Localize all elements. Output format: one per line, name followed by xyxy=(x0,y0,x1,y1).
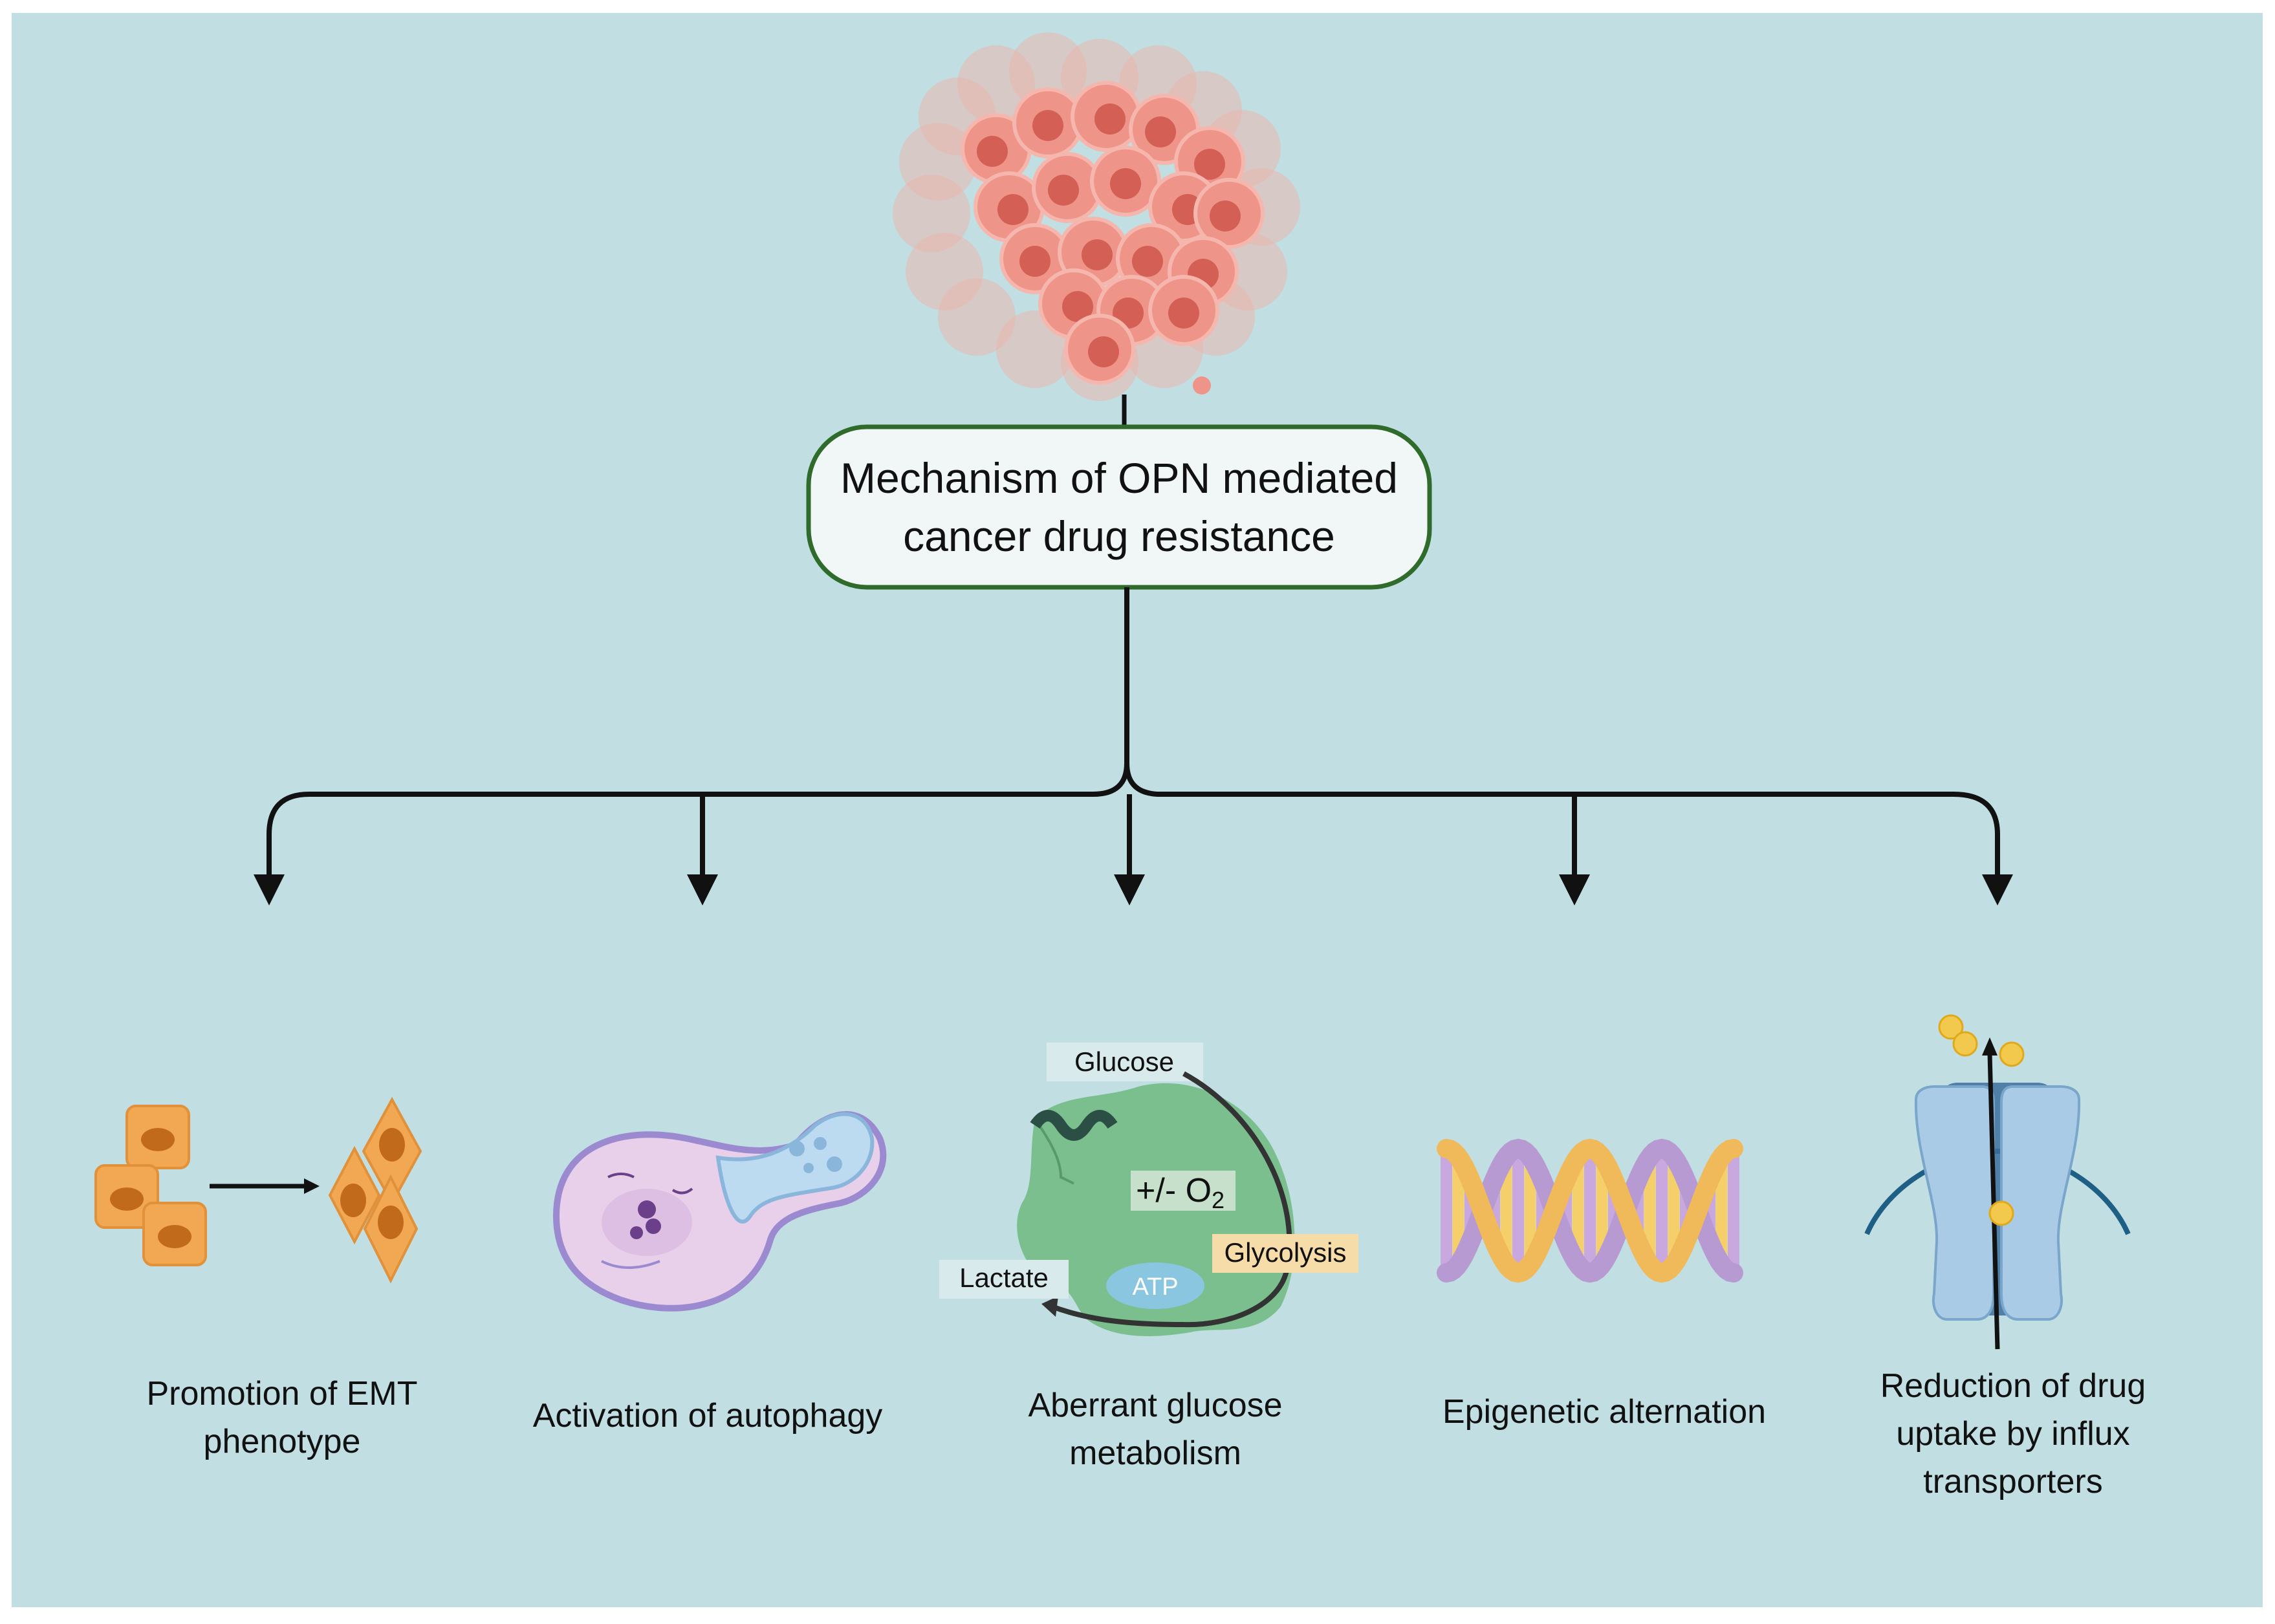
mechanism-title-line2: cancer drug resistance xyxy=(903,512,1335,560)
mechanism-transporter-line3: transporters xyxy=(1923,1463,2102,1500)
branch-connectors xyxy=(267,587,2000,874)
emt-cells-icon xyxy=(94,1096,422,1284)
mechanism-glucose-line2: metabolism xyxy=(1069,1435,1241,1472)
arrowhead-autophagy xyxy=(687,874,718,905)
atp-label: ATP xyxy=(1132,1273,1178,1301)
dna-helix-icon xyxy=(1437,1138,1743,1283)
mechanism-autophagy-line1: Activation of autophagy xyxy=(533,1397,883,1435)
arrowhead-emt xyxy=(254,874,285,905)
mechanism-title-box xyxy=(806,424,1432,590)
mechanism-transporter-line2: uptake by influx xyxy=(1896,1415,2129,1453)
arrowhead-glucose xyxy=(1114,874,1145,905)
mechanism-title-line1: Mechanism of OPN mediated xyxy=(840,454,1398,502)
mechanism-glucose-line1: Aberrant glucose xyxy=(1028,1387,1282,1424)
glucose-label: Glucose xyxy=(1074,1046,1174,1077)
tumor-cluster-icon xyxy=(893,32,1300,401)
glycolysis-label: Glycolysis xyxy=(1224,1237,1346,1268)
mechanism-epigenetic-line1: Epigenetic alternation xyxy=(1442,1393,1766,1431)
arrowhead-epigenetic xyxy=(1559,874,1590,905)
mechanism-emt-line2: phenotype xyxy=(204,1423,361,1460)
oxygen-label: +/- O2 xyxy=(1136,1172,1225,1213)
glucose-metabolism-cell-icon: Glucose +/- O2 Glycolysis ATP Lactate xyxy=(939,1043,1358,1336)
lactate-label: Lactate xyxy=(959,1262,1049,1293)
branch-arrowheads xyxy=(254,874,2013,905)
arrowhead-transporter xyxy=(1982,874,2013,905)
influx-transporter-icon xyxy=(1864,1014,2131,1350)
autophagy-cell-icon xyxy=(552,1111,887,1312)
mechanism-labels: Promotion of EMT phenotype Activation of… xyxy=(146,1367,2146,1500)
mechanism-transporter-line1: Reduction of drug xyxy=(1880,1367,2146,1405)
mechanism-emt-line1: Promotion of EMT xyxy=(146,1375,417,1413)
